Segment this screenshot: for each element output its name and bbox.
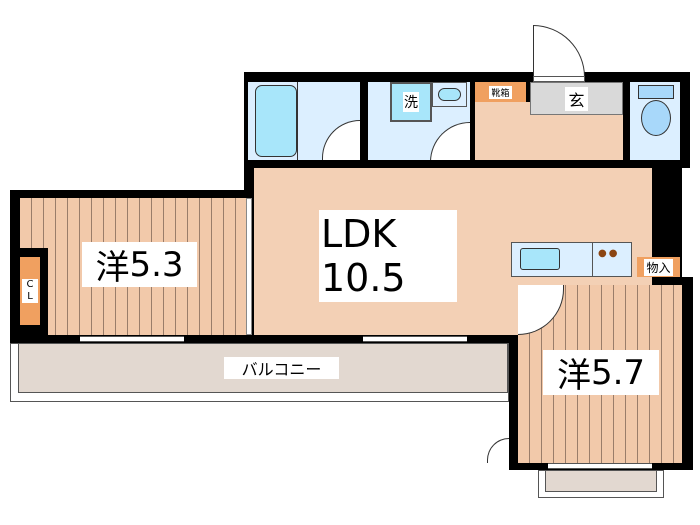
storage: 物入 — [637, 257, 680, 277]
toilet-tank-icon — [638, 85, 674, 99]
western2-side-door[interactable] — [487, 438, 509, 463]
window-ldk — [363, 336, 467, 342]
sink-unit — [432, 82, 467, 107]
storage-label: 物入 — [644, 258, 673, 276]
entrance-label: 玄 — [565, 86, 588, 111]
sink-icon — [438, 88, 461, 101]
washer-space: 洗 — [390, 82, 432, 122]
window-western1 — [80, 336, 184, 342]
divider — [297, 82, 298, 162]
front-door[interactable] — [533, 25, 585, 77]
closet-label-l: L — [22, 291, 38, 303]
window-western2 — [548, 463, 652, 469]
small-balcony-floor — [545, 470, 657, 492]
kitchen-sink-icon — [520, 248, 560, 270]
balcony-label: バルコニー — [224, 357, 339, 379]
sliding-door[interactable] — [246, 198, 252, 335]
front-door-frame — [533, 76, 585, 82]
stove-icon: ●● — [598, 248, 620, 259]
closet-label-c: C — [22, 279, 38, 291]
toilet-icon — [641, 100, 671, 136]
shoe-box-label: 靴箱 — [489, 85, 512, 99]
bathtub-icon — [255, 85, 297, 157]
washer-label: 洗 — [403, 92, 419, 112]
closet: C L — [20, 257, 40, 325]
shoe-box: 靴箱 — [475, 82, 526, 102]
entrance: 玄 — [530, 82, 623, 115]
divider — [592, 243, 593, 276]
